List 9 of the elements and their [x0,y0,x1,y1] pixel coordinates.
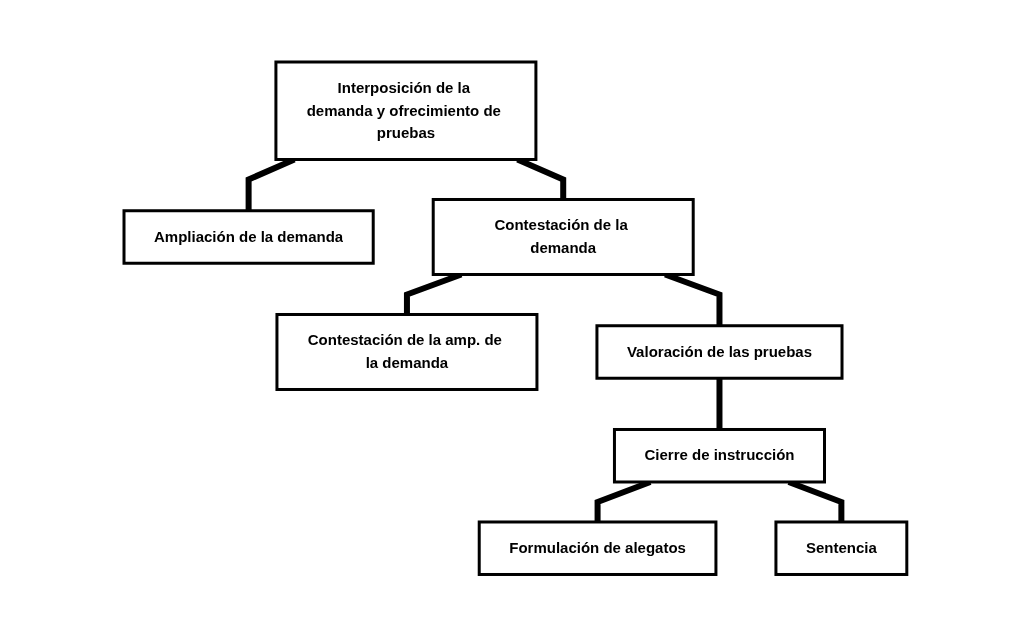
node-box: Contestación de la amp. de la demanda [275,313,539,392]
node-box: Ampliación de la demanda [122,209,375,265]
node-box: Cierre de instrucción [613,428,827,484]
connector [716,378,723,430]
node-box: Interposición de la demanda y ofrecimiento de pruebas [274,60,538,162]
node-box: Sentencia [774,520,909,577]
node-box: Contestación de la demanda [431,198,695,277]
node-box: Formulación de alegatos [477,520,718,577]
node-box: Valoración de las pruebas [595,324,844,380]
